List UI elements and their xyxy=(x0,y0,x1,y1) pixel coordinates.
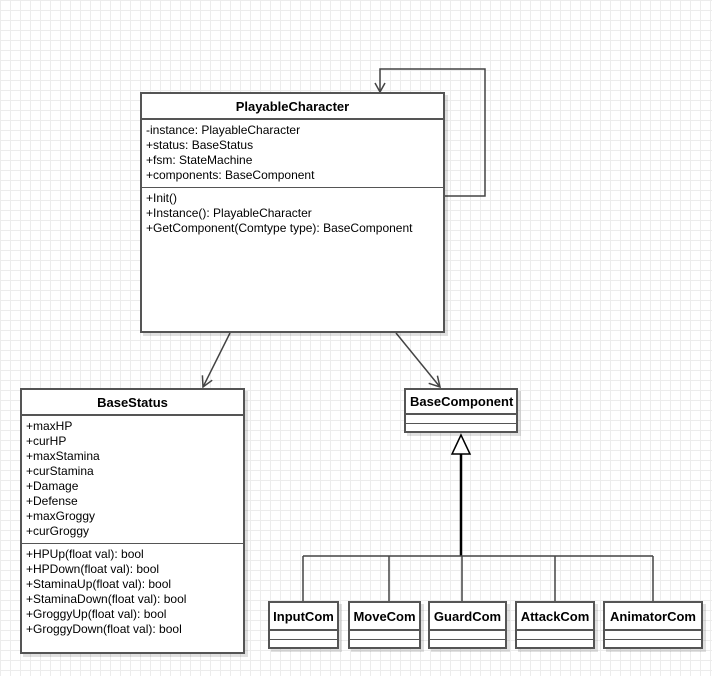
attribute: +maxGroggy xyxy=(26,509,96,523)
class-base-status[interactable]: BaseStatus +maxHP +curHP +maxStamina +cu… xyxy=(20,388,245,654)
operation: +HPUp(float val): bool xyxy=(26,547,144,561)
operations-section: +HPUp(float val): bool +HPDown(float val… xyxy=(22,544,243,641)
association-status-line xyxy=(202,332,231,388)
attribute: +curHP xyxy=(26,434,67,448)
class-playable-character[interactable]: PlayableCharacter -instance: PlayableCha… xyxy=(140,92,445,333)
operations-section xyxy=(270,640,337,647)
operation: +StaminaDown(float val): bool xyxy=(26,592,187,606)
attribute: +curGroggy xyxy=(26,524,90,538)
attributes-section: -instance: PlayableCharacter +status: Ba… xyxy=(142,120,443,188)
class-name: AnimatorCom xyxy=(605,603,701,631)
association-component-arrowhead xyxy=(428,375,442,389)
operations-section: +Init() +Instance(): PlayableCharacter +… xyxy=(142,188,443,240)
attributes-section xyxy=(430,631,505,640)
attributes-section xyxy=(270,631,337,640)
class-name: MoveCom xyxy=(350,603,419,631)
attributes-section xyxy=(517,631,593,640)
operation: +HPDown(float val): bool xyxy=(26,562,160,576)
attributes-section xyxy=(350,631,419,640)
class-name: InputCom xyxy=(270,603,337,631)
class-base-component[interactable]: BaseComponent xyxy=(404,388,518,433)
attribute: +status: BaseStatus xyxy=(146,138,254,152)
operations-section xyxy=(350,640,419,647)
association-component-line xyxy=(395,332,441,388)
class-animator-com[interactable]: AnimatorCom xyxy=(603,601,703,649)
attribute: +maxStamina xyxy=(26,449,100,463)
class-move-com[interactable]: MoveCom xyxy=(348,601,421,649)
attributes-section xyxy=(406,415,516,424)
attribute: +fsm: StateMachine xyxy=(146,153,253,167)
class-attack-com[interactable]: AttackCom xyxy=(515,601,595,649)
attribute: -instance: PlayableCharacter xyxy=(146,123,301,137)
operation: +Init() xyxy=(146,191,178,205)
self-association-line xyxy=(379,68,486,197)
operations-section xyxy=(406,424,516,431)
attributes-section: +maxHP +curHP +maxStamina +curStamina +D… xyxy=(22,416,243,544)
class-name: AttackCom xyxy=(517,603,593,631)
operation: +GetComponent(Comtype type): BaseCompone… xyxy=(146,221,413,235)
operations-section xyxy=(430,640,505,647)
class-name: GuardCom xyxy=(430,603,505,631)
attributes-section xyxy=(605,631,701,640)
generalization-triangle xyxy=(450,433,472,455)
class-name: PlayableCharacter xyxy=(142,94,443,120)
attribute: +Defense xyxy=(26,494,78,508)
attribute: +components: BaseComponent xyxy=(146,168,315,182)
operation: +Instance(): PlayableCharacter xyxy=(146,206,312,220)
operations-section xyxy=(517,640,593,647)
operation: +GroggyDown(float val): bool xyxy=(26,622,182,636)
operations-section xyxy=(605,640,701,647)
class-name: BaseStatus xyxy=(22,390,243,416)
class-name: BaseComponent xyxy=(406,390,516,415)
class-input-com[interactable]: InputCom xyxy=(268,601,339,649)
attribute: +Damage xyxy=(26,479,79,493)
class-guard-com[interactable]: GuardCom xyxy=(428,601,507,649)
attribute: +curStamina xyxy=(26,464,94,478)
operation: +StaminaUp(float val): bool xyxy=(26,577,172,591)
operation: +GroggyUp(float val): bool xyxy=(26,607,167,621)
association-status-arrowhead xyxy=(201,375,213,389)
attribute: +maxHP xyxy=(26,419,73,433)
